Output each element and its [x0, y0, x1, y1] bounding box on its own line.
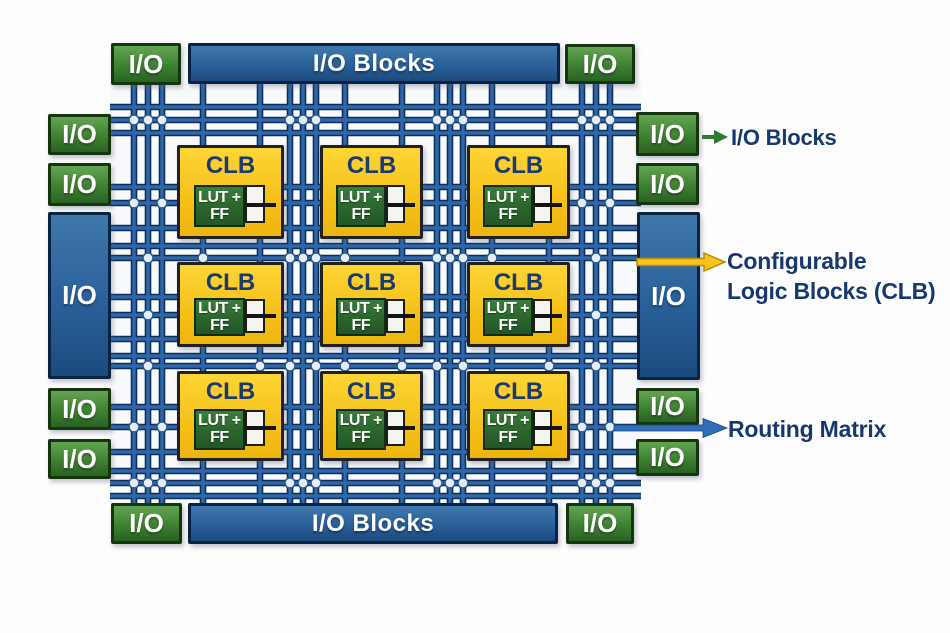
- lut-ff-label-line2: FF: [210, 206, 229, 224]
- lut-ff-label-line1: LUT +: [339, 189, 383, 207]
- clb-label: CLB: [493, 269, 544, 296]
- clb-block-r2c2: CLB LUT + FF: [320, 262, 423, 347]
- ff-output-line: [387, 426, 416, 431]
- clb-label: CLB: [205, 152, 256, 179]
- clb-label: CLB: [346, 269, 397, 296]
- lut-ff-label-line1: LUT +: [486, 300, 530, 318]
- lut-ff-label-line1: LUT +: [198, 300, 241, 318]
- ff-output-line: [534, 426, 563, 431]
- io-block-right-3: I/O: [636, 388, 699, 425]
- clb-block-r1c2: CLB LUT + FF: [320, 145, 423, 239]
- io-block-top-left: I/O: [111, 43, 181, 85]
- lut-ff-block: LUT + FF: [483, 184, 533, 228]
- lut-ff-label-line2: FF: [210, 429, 229, 447]
- io-block-bottom-left: I/O: [111, 503, 182, 544]
- io-block-right-4: I/O: [636, 439, 699, 476]
- clb-label: CLB: [346, 152, 397, 179]
- annotation-clb-line2: Logic Blocks (CLB): [727, 278, 936, 304]
- ff-output-line: [246, 426, 276, 431]
- io-block-left-tall: I/O: [48, 212, 111, 379]
- clb-label: CLB: [493, 152, 544, 179]
- lut-ff-label-line1: LUT +: [339, 412, 383, 430]
- lut-ff-block: LUT + FF: [483, 298, 533, 337]
- annotation-routing-matrix-label: Routing Matrix: [728, 416, 887, 442]
- lut-ff-label-line2: FF: [210, 317, 229, 335]
- io-blocks-bar-bottom: I/O Blocks: [188, 503, 558, 544]
- io-block-top-right: I/O: [565, 44, 635, 84]
- clb-block-r2c3: CLB LUT + FF: [467, 262, 570, 347]
- io-block-right-1: I/O: [636, 112, 699, 156]
- lut-ff-block: LUT + FF: [336, 409, 386, 450]
- lut-ff-label-line2: FF: [498, 206, 518, 224]
- io-block-right-tall: I/O: [637, 212, 700, 380]
- ff-output-line: [387, 202, 416, 207]
- io-block-right-2: I/O: [636, 163, 699, 205]
- clb-label: CLB: [205, 269, 256, 296]
- io-block-left-1: I/O: [48, 114, 111, 155]
- annotation-clb-label: Configurable Logic Blocks (CLB): [727, 246, 936, 306]
- lut-ff-label-line2: FF: [351, 317, 371, 335]
- lut-ff-block: LUT + FF: [193, 298, 246, 337]
- clb-block-r2c1: CLB LUT + FF: [177, 262, 284, 347]
- lut-ff-label-line1: LUT +: [198, 189, 241, 207]
- lut-ff-label-line1: LUT +: [486, 412, 530, 430]
- lut-ff-block: LUT + FF: [336, 298, 386, 337]
- lut-ff-label-line1: LUT +: [339, 300, 383, 318]
- lut-ff-label-line1: LUT +: [486, 189, 530, 207]
- lut-ff-block: LUT + FF: [483, 409, 533, 450]
- annotation-clb-line1: Configurable: [727, 248, 867, 274]
- lut-ff-block: LUT + FF: [336, 184, 386, 228]
- ff-output-line: [534, 313, 563, 318]
- io-blocks-bar-top: I/O Blocks: [188, 43, 560, 84]
- clb-block-r3c2: CLB LUT + FF: [320, 371, 423, 461]
- annotation-io-blocks-label: I/O Blocks: [731, 125, 837, 150]
- clb-block-r3c3: CLB LUT + FF: [467, 371, 570, 461]
- clb-label: CLB: [205, 378, 256, 405]
- ff-output-line: [387, 313, 416, 318]
- clb-label: CLB: [493, 378, 544, 405]
- lut-ff-block: LUT + FF: [193, 409, 246, 450]
- ff-output-line: [246, 202, 276, 207]
- io-block-left-2: I/O: [48, 163, 111, 206]
- clb-label: CLB: [346, 378, 397, 405]
- ff-output-line: [534, 202, 563, 207]
- clb-block-r1c1: CLB LUT + FF: [177, 145, 284, 239]
- io-blocks-arrow-icon: [702, 130, 728, 144]
- clb-block-r1c3: CLB LUT + FF: [467, 145, 570, 239]
- io-block-left-3: I/O: [48, 388, 111, 430]
- lut-ff-label-line2: FF: [351, 206, 371, 224]
- io-block-left-4: I/O: [48, 439, 111, 479]
- lut-ff-label-line2: FF: [498, 317, 518, 335]
- lut-ff-block: LUT + FF: [193, 184, 246, 228]
- ff-output-line: [246, 313, 276, 318]
- clb-block-r3c1: CLB LUT + FF: [177, 371, 284, 461]
- lut-ff-label-line1: LUT +: [198, 412, 241, 430]
- io-block-bottom-right: I/O: [566, 503, 634, 544]
- lut-ff-label-line2: FF: [498, 429, 518, 447]
- lut-ff-label-line2: FF: [351, 429, 371, 447]
